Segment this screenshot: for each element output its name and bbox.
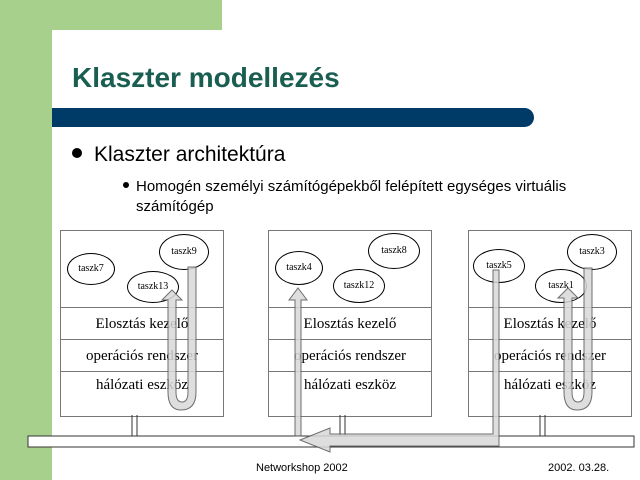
bullet-level2: Homogén személyi számítógépekből felépít… — [123, 177, 606, 217]
task-bubble: taszk12 — [333, 269, 385, 303]
decor-curve — [52, 30, 172, 150]
distribution-manager-layer: Elosztás kezelő — [469, 307, 631, 340]
task-bubble: taszk4 — [275, 251, 323, 285]
network-device-layer: hálózati eszköz — [469, 371, 631, 417]
distribution-manager-layer: Elosztás kezelő — [61, 307, 223, 340]
title-underline-bar — [52, 108, 534, 127]
network-device-layer: hálózati eszköz — [269, 371, 431, 417]
footer-date: 2002. 03.28. — [548, 462, 610, 474]
operating-system-layer: operációs rendszer — [269, 339, 431, 372]
distribution-manager-layer: Elosztás kezelő — [269, 307, 431, 340]
footer-center: Networkshop 2002 — [256, 462, 348, 474]
migration-arrow-up — [288, 287, 308, 437]
migration-arrow-node1 — [160, 266, 197, 411]
green-decor-side — [0, 0, 52, 480]
bullet-level1: Klaszter architektúra — [72, 143, 285, 167]
migration-arrow-bus — [298, 269, 500, 453]
bullet-level1-text: Klaszter architektúra — [94, 143, 286, 166]
migration-arrow-node3 — [556, 267, 593, 411]
task-bubble: taszk8 — [368, 233, 420, 269]
network-device-layer: hálózati eszköz — [61, 371, 223, 417]
bullet-level2-text: Homogén személyi számítógépekből felépít… — [136, 178, 567, 215]
operating-system-layer: operációs rendszer — [469, 339, 631, 372]
task-bubble: taszk3 — [567, 234, 617, 270]
bus-connectors — [131, 415, 546, 436]
bullet-dot-icon — [123, 182, 129, 189]
slide-title: Klaszter modellezés — [72, 62, 340, 93]
task-bubble: taszk7 — [67, 253, 115, 285]
bullet-dot-icon — [72, 148, 82, 159]
task-bubble: taszk9 — [159, 234, 209, 270]
